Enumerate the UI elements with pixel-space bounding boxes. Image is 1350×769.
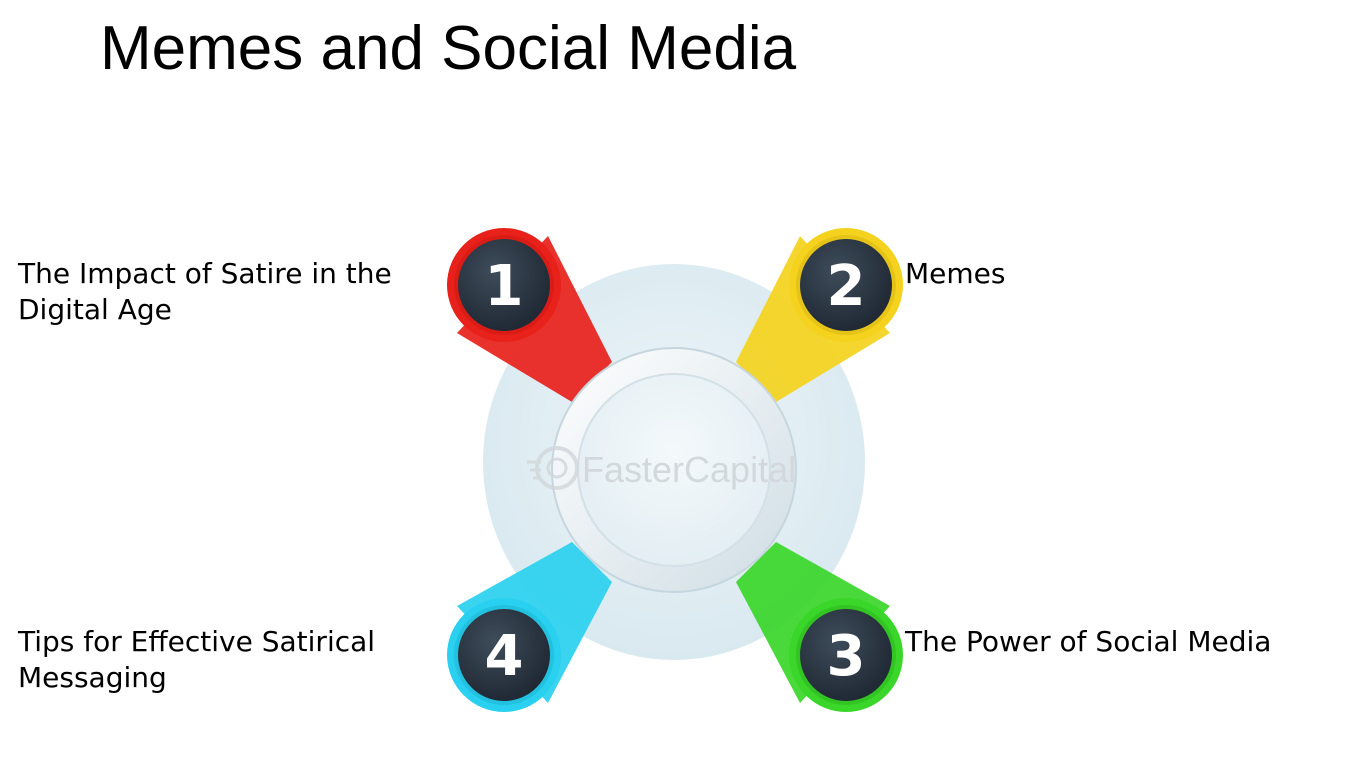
watermark-logo [527, 446, 579, 490]
badge-number-1: 1 [485, 254, 524, 319]
number-badge-1: 1 [447, 228, 561, 342]
item-label-1: The Impact of Satire in the Digital Age [18, 256, 392, 328]
item-label-3-line-1: The Power of Social Media [905, 625, 1272, 658]
item-label-4: Tips for Effective Satirical Messaging [18, 624, 375, 696]
item-label-2-line-1: Memes [905, 257, 1006, 290]
number-badge-4: 4 [447, 598, 561, 712]
watermark-text: FasterCapital [582, 449, 796, 490]
number-badge-3: 3 [789, 598, 903, 712]
item-label-1-line-2: Digital Age [18, 293, 172, 326]
number-badge-2: 2 [789, 228, 903, 342]
item-label-2: Memes [905, 256, 1005, 292]
item-label-4-line-2: Messaging [18, 661, 167, 694]
item-label-3: The Power of Social Media [905, 624, 1271, 660]
item-label-1-line-1: The Impact of Satire in the [18, 257, 392, 290]
item-label-4-line-1: Tips for Effective Satirical [18, 625, 376, 658]
badge-number-3: 3 [827, 624, 866, 689]
badge-number-4: 4 [485, 624, 524, 689]
page-title: Memes and Social Media [100, 14, 797, 83]
badge-number-2: 2 [827, 254, 866, 319]
